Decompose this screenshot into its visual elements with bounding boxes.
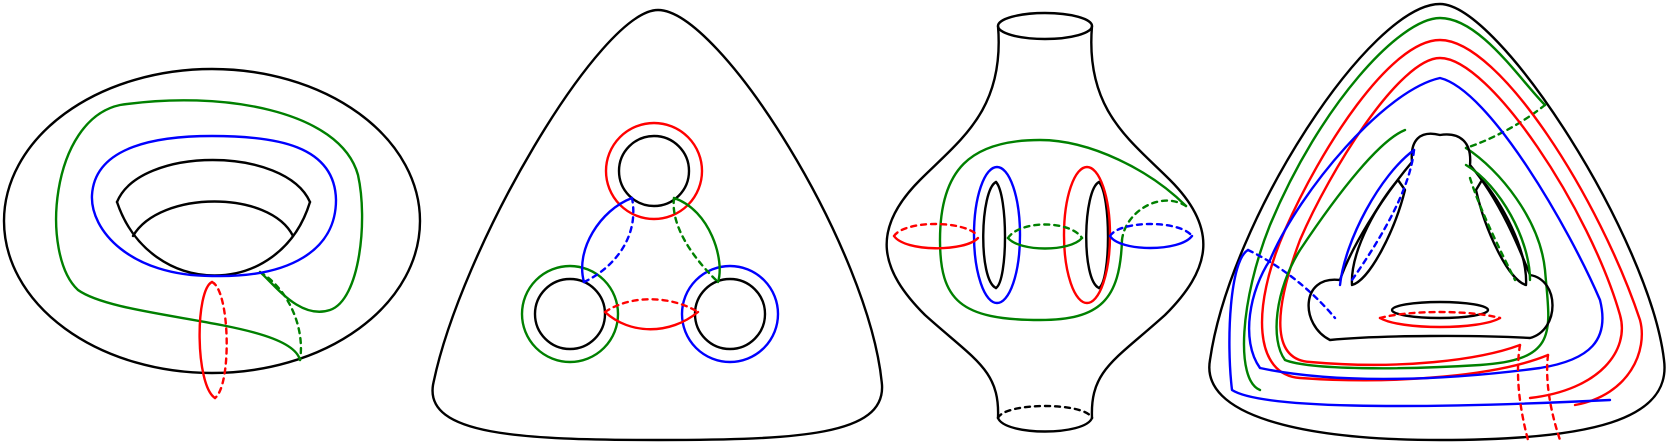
green-connector-front <box>672 196 721 284</box>
torus-red-meridian-front <box>198 280 217 400</box>
hole-left <box>533 277 607 351</box>
three-holed-figure <box>431 8 884 442</box>
inner-red-hidden <box>1378 310 1502 320</box>
red-connector-front <box>603 310 700 331</box>
green-ring-left <box>520 264 620 364</box>
triangle-outline <box>1208 2 1666 442</box>
blue-meridian-right-front <box>1108 234 1194 250</box>
right-silhouette <box>1090 24 1205 420</box>
torus-green-loop-hidden <box>258 270 303 362</box>
green-meridian-mid-front <box>1006 236 1084 250</box>
three-holed-outline <box>431 8 884 442</box>
torus-blue-loop <box>90 134 338 278</box>
green-connector-back <box>672 196 720 284</box>
bottom-boundary-back <box>996 404 1094 420</box>
top-boundary <box>996 11 1094 41</box>
right-handle-outer <box>1085 180 1101 290</box>
torus-outline <box>2 67 422 375</box>
hole-right <box>693 277 767 351</box>
green-big-loop <box>938 138 1188 322</box>
torus-red-meridian-back <box>210 280 228 400</box>
inner-blue-hidden <box>1350 148 1416 282</box>
inner-green-curve <box>1464 163 1532 282</box>
red-exit-hidden-2 <box>1516 343 1530 442</box>
green-outer-hidden <box>1464 103 1547 150</box>
genus-two-figure <box>885 11 1205 433</box>
hole-top <box>617 134 691 208</box>
left-handle-outer <box>982 180 998 290</box>
inner-red-curve <box>1378 316 1502 329</box>
torus-hole-upper <box>115 158 312 204</box>
nested-curves-figure <box>1208 2 1666 442</box>
torus-hole-fold <box>131 200 295 238</box>
green-meridian-mid-back <box>1006 223 1084 240</box>
green-inner-curve <box>1275 128 1550 370</box>
bottom-boundary-front <box>996 416 1094 433</box>
blue-connector-front <box>581 196 634 284</box>
inner-green-hidden <box>1468 176 1517 282</box>
torus-green-loop <box>55 99 364 362</box>
blue-curve <box>1247 76 1604 381</box>
blue-loop-left <box>972 165 1022 305</box>
torus-figure <box>2 67 422 400</box>
blue-connector-back <box>582 196 635 284</box>
blue-left-hidden <box>1246 248 1337 320</box>
blue-left-arc <box>1228 248 1612 408</box>
inner-blue-curve <box>1338 148 1416 287</box>
central-hole-left <box>1350 178 1407 287</box>
red-exit-hidden-1 <box>1545 353 1562 442</box>
left-silhouette <box>885 24 1000 420</box>
central-hole-bottom <box>1390 300 1490 320</box>
red-curve-1 <box>1260 38 1643 407</box>
red-meridian-left-front <box>892 234 980 250</box>
red-ring-top <box>604 121 704 221</box>
green-outer-curve <box>1242 16 1547 392</box>
left-handle-inner <box>994 180 1007 290</box>
red-meridian-left-back <box>892 222 980 238</box>
red-curve-2 <box>1279 56 1623 400</box>
green-big-loop-hidden <box>1120 199 1188 242</box>
blue-meridian-right-back <box>1108 222 1194 238</box>
blue-ring-right <box>680 264 780 364</box>
red-connector-back <box>603 298 700 314</box>
